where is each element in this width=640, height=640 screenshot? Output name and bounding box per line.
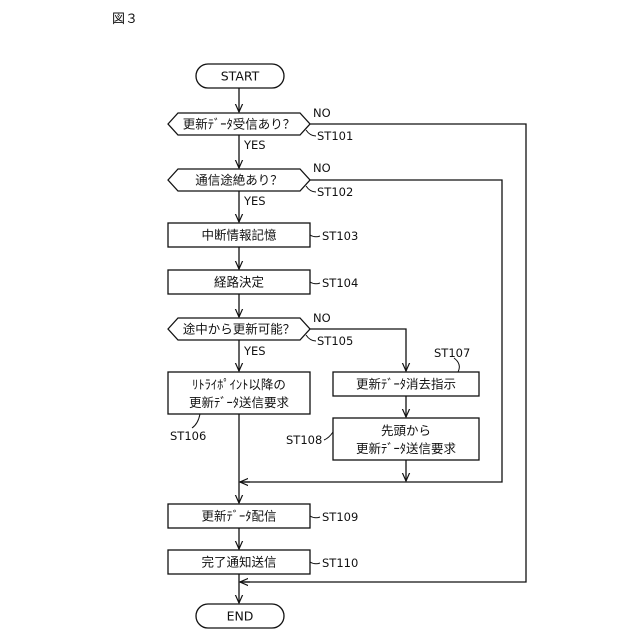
st105-text: 途中から更新可能？: [183, 322, 296, 337]
st109-leader: [310, 516, 320, 518]
st108-text-line1: 先頭から: [381, 423, 431, 438]
st106-step-label: ST106: [170, 429, 206, 443]
st102-yes-label: YES: [243, 194, 266, 208]
st101-yes-label: YES: [243, 138, 266, 152]
st107-leader: [454, 358, 459, 372]
st102-text: 通信途絶あり？: [195, 173, 283, 188]
st103-leader: [310, 235, 320, 237]
st102-no-label: NO: [313, 161, 331, 175]
st104-text: 経路決定: [214, 275, 264, 290]
st101-text: 更新ﾃﾞｰﾀ受信あり？: [183, 117, 296, 132]
st103-step-label: ST103: [322, 229, 358, 243]
st104-step-label: ST104: [322, 276, 358, 290]
st109-step-label: ST109: [322, 510, 358, 524]
st106-text-line1: ﾘﾄﾗｲﾎﾟｲﾝﾄ以降の: [192, 377, 286, 392]
st107-step-label: ST107: [434, 346, 470, 360]
st107-text: 更新ﾃﾞｰﾀ消去指示: [356, 377, 456, 392]
st101-step-label: ST101: [317, 129, 353, 143]
st105-yes-label: YES: [243, 344, 266, 358]
st105-leader: [306, 335, 316, 341]
st103-text: 中断情報記憶: [201, 228, 277, 243]
st110-text: 完了通知送信: [201, 555, 276, 570]
st105-no-label: NO: [313, 311, 331, 325]
st108-leader: [324, 432, 333, 440]
st105-step-label: ST105: [317, 334, 353, 348]
st109-text: 更新ﾃﾞｰﾀ配信: [201, 509, 276, 524]
st102-leader: [306, 186, 316, 192]
st106-text-line2: 更新ﾃﾞｰﾀ送信要求: [189, 395, 290, 410]
end-label: END: [227, 609, 254, 624]
st108-step-label: ST108: [286, 433, 322, 447]
st110-step-label: ST110: [322, 556, 358, 570]
st101-leader: [306, 130, 316, 136]
st104-leader: [310, 282, 320, 284]
st108-text-line2: 更新ﾃﾞｰﾀ送信要求: [356, 441, 457, 456]
st110-leader: [310, 562, 320, 564]
st102-step-label: ST102: [317, 185, 353, 199]
start-label: START: [221, 69, 260, 84]
st106-leader: [192, 414, 200, 428]
st101-no-label: NO: [313, 106, 331, 120]
